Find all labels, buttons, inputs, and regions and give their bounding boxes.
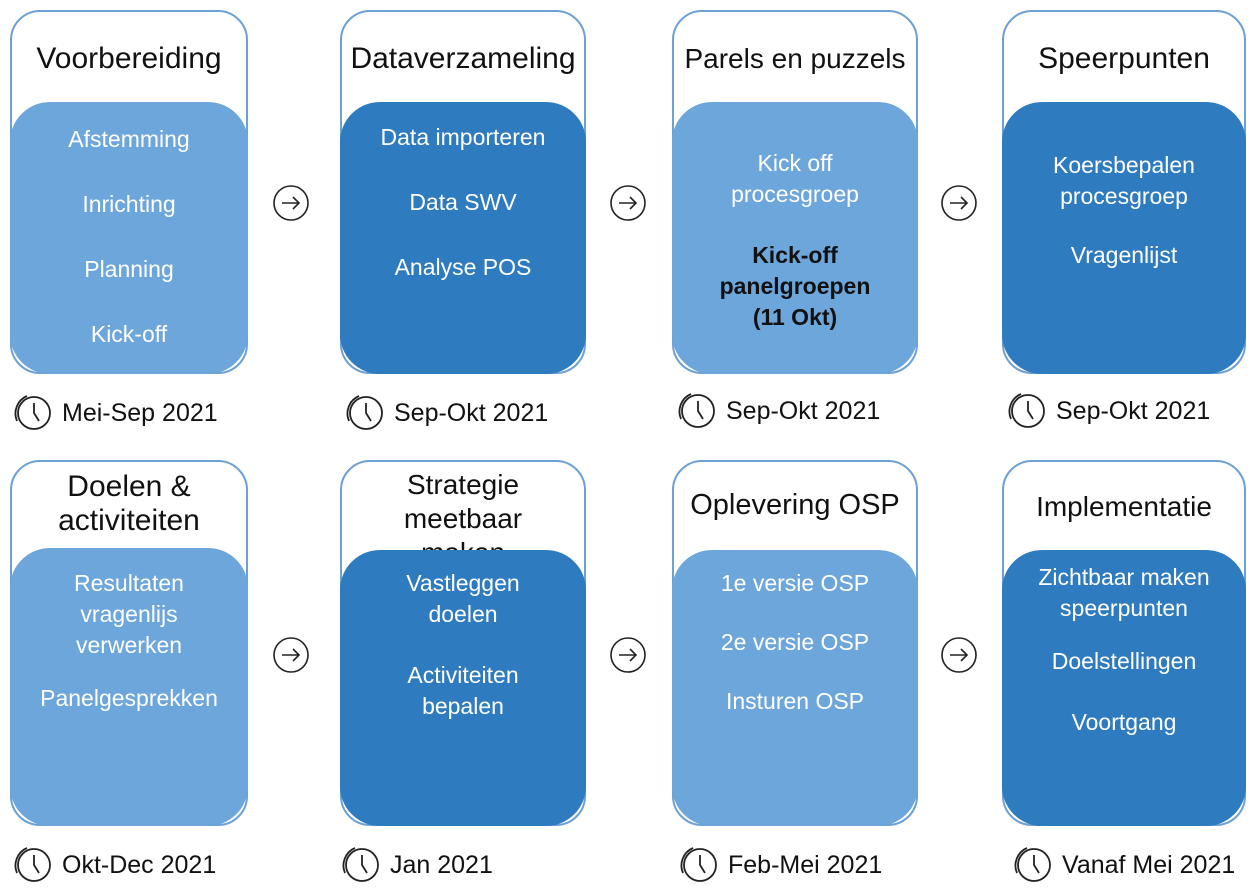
- phase-item: Resultaten vragenlijs verwerken: [74, 570, 184, 658]
- phase-date: Okt-Dec 2021: [8, 843, 216, 887]
- phase-title: Dataverzameling: [350, 42, 576, 75]
- phase-item: Vragenlijst: [1070, 242, 1178, 268]
- phase-body: Koersbepalen procesgroep Vragenlijst: [1002, 102, 1246, 374]
- phase-item: Planning: [84, 256, 174, 282]
- phase-item: Inrichting: [82, 191, 176, 217]
- clock-icon: [1014, 847, 1051, 882]
- phase-title: Doelen & activiteiten: [58, 470, 200, 537]
- phase-title: Implementatie: [1036, 491, 1212, 522]
- phase-title: Oplevering OSP: [690, 489, 900, 521]
- arrow-right-circle-icon: [941, 185, 977, 221]
- date-label: Sep-Okt 2021: [1056, 396, 1211, 425]
- phase-item: Doelstellingen: [1051, 648, 1197, 674]
- phase-body: 1e versie OSP 2e versie OSP Insturen OSP: [672, 550, 918, 826]
- phase-date: Sep-Okt 2021: [1002, 389, 1210, 433]
- phase-item: Voortgang: [1071, 709, 1177, 735]
- phase-item: 1e versie OSP: [720, 570, 870, 596]
- phase-body: Vastleggen doelen Activiteiten bepalen: [340, 550, 586, 826]
- phase-item-highlight: Kick-off panelgroepen (11 Okt): [719, 242, 871, 330]
- phase-item: Activiteiten bepalen: [407, 662, 519, 719]
- phase-item: Kick-off: [90, 321, 168, 347]
- phase-item: 2e versie OSP: [720, 629, 870, 655]
- phase-date: Feb-Mei 2021: [674, 843, 882, 887]
- clock-icon: [346, 395, 383, 430]
- phase-date: Vanaf Mei 2021: [1008, 843, 1235, 887]
- clock-icon: [678, 393, 715, 428]
- phase-card-oplevering-osp: Oplevering OSP 1e versie OSP 2e versie O…: [672, 460, 918, 826]
- phase-title: Speerpunten: [1038, 42, 1210, 75]
- clock-icon: [14, 395, 51, 430]
- phase-body: Resultaten vragenlijs verwerken Panelges…: [10, 548, 248, 826]
- clock-icon: [342, 847, 379, 882]
- phase-date: Mei-Sep 2021: [8, 391, 218, 435]
- arrow-right-circle-icon: [610, 185, 646, 221]
- phase-card-implementatie: Implementatie Zichtbaar maken speerpunte…: [1002, 460, 1246, 826]
- clock-icon: [14, 847, 51, 882]
- phase-card-parels-en-puzzels: Parels en puzzels Kick off procesgroep K…: [672, 10, 918, 374]
- phase-item: Afstemming: [68, 126, 190, 152]
- phase-title: Voorbereiding: [36, 42, 222, 75]
- phase-item: Kick off procesgroep: [731, 150, 859, 207]
- date-label: Feb-Mei 2021: [728, 850, 883, 879]
- phase-date: Sep-Okt 2021: [672, 389, 880, 433]
- phase-item: Koersbepalen procesgroep: [1053, 152, 1195, 209]
- date-label: Vanaf Mei 2021: [1062, 850, 1236, 879]
- phase-item: Analyse POS: [394, 254, 532, 280]
- arrow-right-circle-icon: [273, 185, 309, 221]
- phase-item: Panelgesprekken: [40, 685, 218, 711]
- phase-card-doelen-activiteiten: Doelen & activiteiten Resultaten vragenl…: [10, 460, 248, 826]
- date-label: Okt-Dec 2021: [62, 850, 217, 879]
- date-label: Sep-Okt 2021: [726, 396, 881, 425]
- phase-body: Kick off procesgroep Kick-off panelgroep…: [672, 102, 918, 374]
- phase-item: Zichtbaar maken speerpunten: [1038, 564, 1210, 621]
- phase-card-strategie-meetbaar-maken: Strategie meetbaar maken Vastleggen doel…: [340, 460, 586, 826]
- phase-card-speerpunten: Speerpunten Koersbepalen procesgroep Vra…: [1002, 10, 1246, 374]
- phase-title: Parels en puzzels: [684, 43, 906, 74]
- phase-body: Data importeren Data SWV Analyse POS: [340, 102, 586, 374]
- phase-item: Data importeren: [380, 124, 546, 150]
- date-label: Jan 2021: [390, 850, 493, 879]
- phase-body: Zichtbaar maken speerpunten Doelstelling…: [1002, 550, 1246, 826]
- phase-card-dataverzameling: Dataverzameling Data importeren Data SWV…: [340, 10, 586, 374]
- phase-card-voorbereiding: Voorbereiding Afstemming Inrichting Plan…: [10, 10, 248, 374]
- phase-body: Afstemming Inrichting Planning Kick-off: [10, 102, 248, 374]
- arrow-right-circle-icon: [941, 637, 977, 673]
- phase-item: Data SWV: [409, 189, 517, 215]
- arrow-right-circle-icon: [273, 637, 309, 673]
- arrow-right-circle-icon: [610, 637, 646, 673]
- phase-date: Sep-Okt 2021: [340, 391, 548, 435]
- date-label: Mei-Sep 2021: [62, 398, 218, 427]
- clock-icon: [680, 847, 717, 882]
- clock-icon: [1008, 393, 1045, 428]
- date-label: Sep-Okt 2021: [394, 398, 549, 427]
- phase-item: Vastleggen doelen: [406, 570, 520, 627]
- phase-date: Jan 2021: [336, 843, 493, 887]
- phase-item: Insturen OSP: [725, 688, 865, 714]
